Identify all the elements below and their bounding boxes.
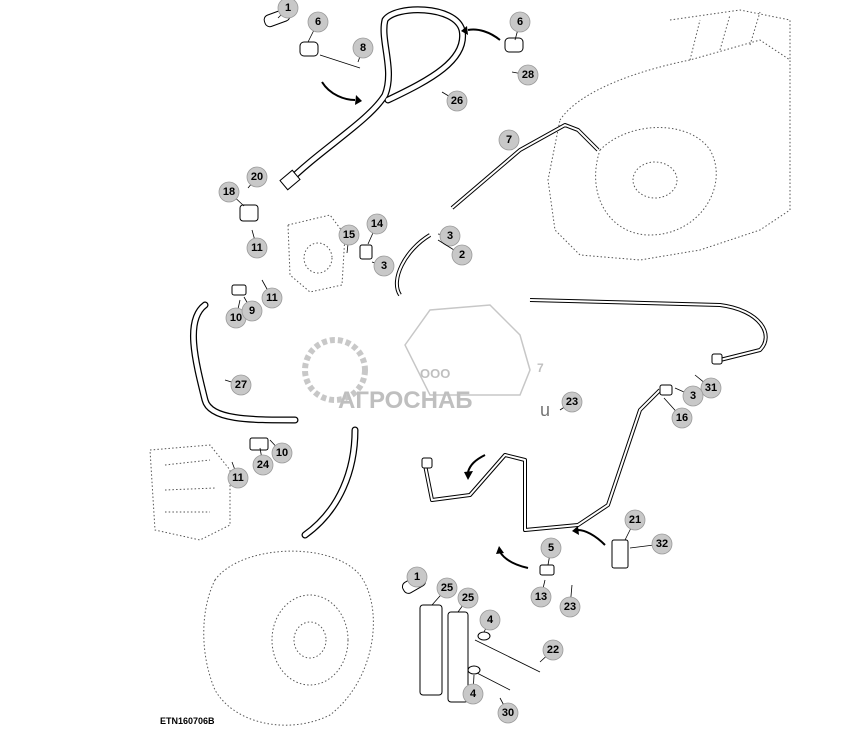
watermark-stray-a: 7: [537, 361, 544, 375]
pipe-7: [394, 123, 600, 297]
transmission-housing-top-right: [547, 9, 791, 261]
callout-circle: [218, 181, 240, 203]
callout-label: 28: [522, 69, 534, 81]
callout-circle: [246, 166, 268, 188]
watermark: ООО АГРОСНАБ 7 u: [302, 304, 550, 420]
hose-27: [190, 301, 299, 424]
callout-label: 3: [690, 390, 696, 402]
callout-circle: [230, 374, 252, 396]
callout-circle: [462, 683, 484, 705]
callout-label: 4: [487, 614, 494, 626]
callout-label: 23: [564, 601, 576, 613]
callout-label: 23: [566, 396, 578, 408]
callout-circle: [227, 467, 249, 489]
hose-lower: [301, 426, 359, 539]
hose-26: [279, 6, 467, 191]
callout-circle: [451, 244, 473, 266]
callout-label: 24: [257, 459, 270, 471]
callout-circle: [446, 90, 468, 112]
callout-circle: [517, 64, 539, 86]
callout-circle: [624, 509, 646, 531]
callout-label: 27: [235, 379, 247, 391]
callout-label: 26: [451, 95, 463, 107]
callout-label: 11: [232, 472, 244, 484]
callout-circle: [530, 586, 552, 608]
callout-circle: [497, 702, 519, 724]
callout-label: 10: [276, 447, 288, 459]
callout-label: 11: [251, 242, 263, 254]
callout-label: 9: [249, 305, 255, 317]
callout-circle: [307, 11, 329, 33]
callout-label: 3: [447, 230, 453, 242]
watermark-stray-b: u: [540, 400, 550, 420]
callout-circle: [700, 377, 722, 399]
callout-label: 5: [548, 542, 554, 554]
callout-circle: [373, 255, 395, 277]
callout-circle: [366, 213, 388, 235]
callout-label: 22: [547, 644, 559, 656]
callout-circle: [559, 596, 581, 618]
callout-label: 6: [517, 16, 523, 28]
callout-circle: [338, 224, 360, 246]
callout-label: 16: [676, 412, 688, 424]
callout-circle: [540, 537, 562, 559]
callout-circle: [436, 577, 458, 599]
valve-block-center: [287, 214, 346, 293]
callout-label: 2: [459, 249, 465, 261]
callout-circle: [479, 609, 501, 631]
callout-circle: [457, 587, 479, 609]
callout-circle: [277, 0, 299, 19]
callout-label: 14: [371, 218, 384, 230]
callout-circle: [682, 385, 704, 407]
callout-label: 25: [441, 582, 453, 594]
callout-label: 10: [230, 312, 242, 324]
figure-code: ETN160706B: [160, 716, 215, 726]
callout-label: 1: [414, 571, 420, 583]
callout-label: 30: [502, 707, 514, 719]
callout-circle: [671, 407, 693, 429]
fittings: [231, 8, 723, 703]
callout-label: 4: [470, 688, 477, 700]
callout-circle: [561, 391, 583, 413]
callout-circle: [271, 442, 293, 464]
pump-housing-left: [149, 444, 231, 541]
direction-arrows: [321, 26, 606, 569]
callout-circle: [542, 639, 564, 661]
callout-label: 6: [315, 16, 321, 28]
callout-label: 7: [506, 134, 512, 146]
callout-label: 18: [223, 186, 235, 198]
callout-label: 20: [251, 171, 263, 183]
callout-label: 31: [705, 382, 717, 394]
callout-label: 13: [535, 591, 547, 603]
callout-label: 8: [360, 42, 366, 54]
callout-circle: [246, 237, 268, 259]
callout-circle: [651, 533, 673, 555]
callout-circle: [261, 287, 283, 309]
callout-label: 32: [656, 538, 668, 550]
callout-circle: [439, 225, 461, 247]
callout-circle: [352, 37, 374, 59]
callout-circle: [509, 11, 531, 33]
callout-circle: [406, 566, 428, 588]
callout-label: 3: [381, 260, 387, 272]
watermark-brand-text: АГРОСНАБ: [338, 387, 473, 414]
watermark-small-text: ООО: [420, 366, 450, 381]
callout-label: 1: [285, 2, 291, 14]
axle-housing-bottom: [203, 550, 374, 726]
callout-label: 11: [266, 292, 278, 304]
callout-label: 25: [462, 592, 474, 604]
callout-circle: [498, 129, 520, 151]
callout-circle: [252, 454, 274, 476]
pipe-long-right: [423, 298, 768, 532]
callout-circle: [241, 300, 263, 322]
callout-label: 15: [343, 229, 355, 241]
callout-label: 21: [629, 514, 641, 526]
